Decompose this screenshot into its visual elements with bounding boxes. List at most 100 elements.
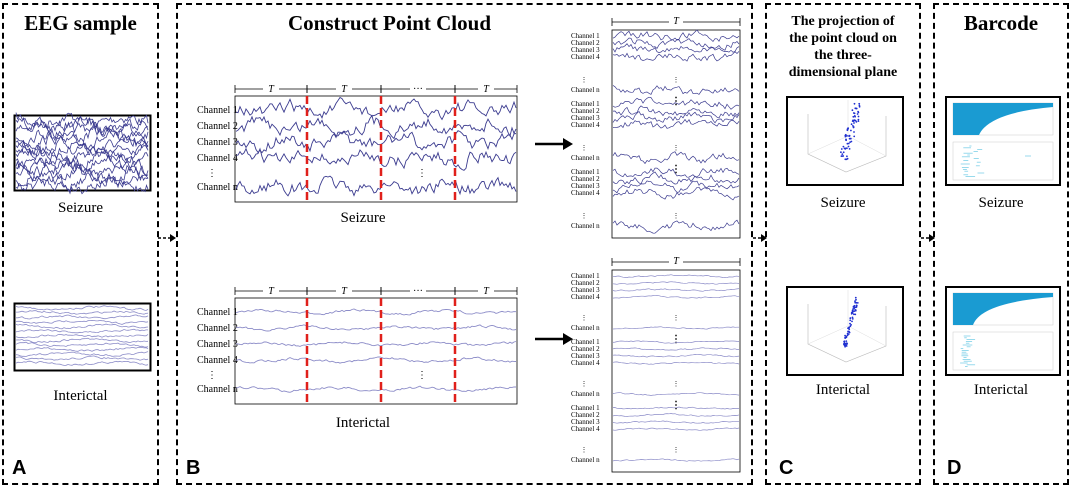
projection-frame (786, 286, 904, 376)
eeg-trace (15, 140, 149, 160)
segment-label-t: T (483, 286, 490, 297)
stack-trace (612, 180, 740, 194)
stack-trace (612, 413, 740, 417)
stack-channel-label: Channel 4 (571, 425, 600, 433)
stack-trace (612, 354, 740, 358)
channel-label: Channel 1 (197, 105, 238, 116)
panel-c-title: The projection of the point cloud on the… (767, 13, 919, 81)
cloud-point (845, 138, 847, 141)
cloud-point (853, 115, 856, 117)
barcode-interictal-plot (945, 286, 1061, 376)
channel-label: Channel 3 (197, 339, 238, 350)
panel-a-letter: A (12, 457, 27, 479)
stack-channel-label: Channel 3 (571, 114, 600, 122)
stack-channel-label: Channel 1 (571, 404, 600, 412)
cloud-point (841, 153, 844, 155)
channel-label: Channel 2 (197, 323, 238, 334)
cloud-point (848, 148, 851, 150)
stack-channel-label: Channel 1 (571, 338, 600, 346)
cloud-point (851, 109, 854, 112)
cloud-point (844, 336, 846, 339)
cloud-point (840, 151, 842, 154)
segment-frame (234, 95, 518, 203)
segment-ellipsis: ··· (413, 84, 423, 95)
stack-vdots: ⋮ (673, 314, 680, 322)
stack-trace (612, 392, 740, 396)
panel-b-title: Construct Point Cloud (287, 11, 492, 35)
stack-frame (611, 269, 741, 473)
cloud-point (846, 155, 848, 158)
stack-channel-label: Channel 4 (571, 121, 600, 129)
stack-channel-label: Channel 1 (571, 32, 600, 40)
stack-channel-label: Channel 2 (571, 411, 600, 419)
stack-channel-label: Channel 2 (571, 175, 600, 183)
stack-trace (612, 85, 740, 95)
segment-label-t: T (341, 84, 348, 95)
segment-vdots: ⋮ (417, 168, 427, 179)
stack-trace (612, 51, 740, 62)
cloud-point (854, 301, 857, 304)
panel-c-title-line: The projection of (791, 14, 895, 29)
cloud-point (843, 342, 846, 345)
cloud-point (848, 134, 851, 137)
eeg-trace (16, 310, 149, 315)
cloud-point (852, 310, 854, 313)
projection-interictal-caption: Interictal (815, 382, 871, 398)
stack-channel-label: Channel n (571, 324, 600, 332)
panel-b-letter: B (186, 457, 201, 479)
connector-arrow-a-b (158, 234, 176, 242)
cloud-point (848, 137, 851, 140)
channel-label: Channel 2 (197, 121, 238, 132)
cloud-point (846, 128, 849, 131)
eeg-trace (15, 323, 149, 330)
segment-label-bg (478, 284, 494, 296)
stack-vdots: ⋮ (581, 314, 588, 322)
eeg-seizure-sample (13, 112, 152, 195)
stack-channel-label: Channel 4 (571, 189, 600, 197)
stack-channel-label: Channel n (571, 390, 600, 398)
cloud-point (858, 104, 861, 107)
stack-vdots: ⋮ (581, 212, 588, 220)
cloud-point (855, 121, 858, 123)
cloud-point (847, 145, 850, 148)
projection-frame (786, 96, 904, 186)
cloud-point (842, 155, 845, 157)
eeg-trace (15, 170, 149, 192)
cloud-point (850, 311, 853, 314)
eeg-trace (15, 360, 149, 366)
cloud-point (849, 319, 852, 322)
stack-vdots: ⋮ (673, 76, 680, 84)
stack-trace (612, 288, 740, 292)
stack-label-bg (669, 14, 683, 26)
barcode-h0-bars (953, 293, 1053, 325)
cloud-point (852, 112, 855, 114)
cloud-point (853, 102, 856, 105)
eeg-trace (15, 355, 149, 361)
cloud-point (843, 340, 846, 343)
cloud-point (853, 135, 856, 138)
eeg-trace (16, 314, 149, 320)
cloud-point (858, 102, 861, 105)
barcode-h0-bars (953, 103, 1053, 135)
segment-label-bg (336, 284, 352, 296)
stack-vdots: ⋮ (673, 144, 680, 152)
channel-trace (235, 96, 517, 121)
cloud-point (853, 122, 855, 124)
cloud-point (847, 327, 849, 330)
channel-trace (235, 175, 517, 197)
cloud-point (853, 307, 855, 310)
cloud-point (850, 324, 852, 326)
arrow-to-cloud-interictal (535, 333, 573, 345)
stack-channel-label: Channel 1 (571, 272, 600, 280)
cloud-point (846, 343, 849, 345)
stack-channel-label: Channel 2 (571, 39, 600, 47)
cloud-point (854, 296, 857, 299)
cloud-point (844, 133, 847, 136)
stack-label-t: T (673, 256, 680, 267)
stack-trace (612, 281, 740, 285)
eeg-trace (15, 164, 149, 184)
eeg-trace (15, 112, 149, 129)
barcode-h1-frame (952, 331, 1054, 371)
stack-channel-label: Channel 3 (571, 418, 600, 426)
